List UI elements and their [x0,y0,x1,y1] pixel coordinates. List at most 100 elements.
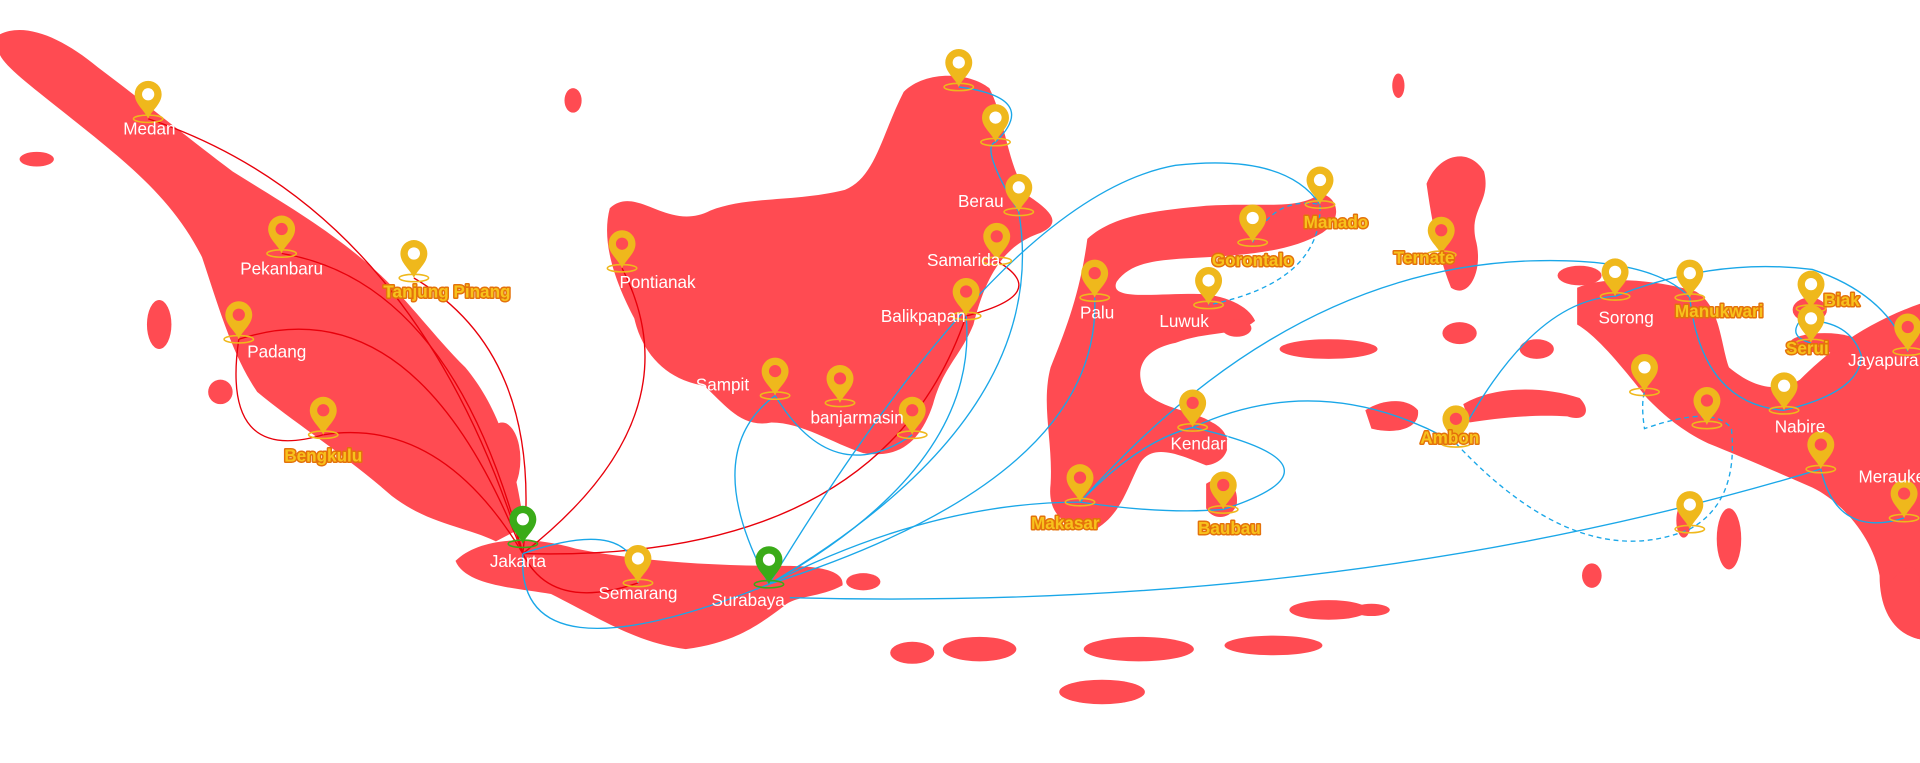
location-label-pekanbaru: Pekanbaru [240,258,323,278]
island-alor [1224,635,1323,656]
location-label-luwuk: Luwuk [1159,311,1209,331]
pin-manado-icon[interactable] [1304,166,1336,209]
pin-banjarmasin-icon[interactable] [824,364,856,408]
location-label-ternate: Ternate [1394,247,1455,267]
route-jakarta-balikpapan [522,315,967,555]
location-label-jayapura: Jayapura [1848,350,1919,370]
location-label-samarida: Samarida [927,250,1001,270]
pin-baubau-icon[interactable] [1207,471,1239,514]
pin-unlabeled-4-icon[interactable] [1629,353,1660,397]
pin-unlabeled-3-icon[interactable] [980,104,1011,147]
island-obi [1442,322,1477,345]
route-sorong-jayapura [1614,265,1909,352]
island-bangka [483,422,521,497]
route-manukwari-nabire [1689,297,1785,411]
location-label-gorontalo: Gorontalo [1212,250,1294,270]
location-label-semarang: Semarang [598,583,677,603]
route-ambon-sorong [1455,295,1616,444]
route-jakarta-padang [238,328,524,554]
pin-manukwari-icon[interactable] [1674,259,1706,303]
pin-luwuk-icon[interactable] [1193,266,1225,310]
location-label-jakarta: Jakarta [490,551,547,571]
route-jakarta-semarang [522,553,639,594]
pin-unlabeled-5-icon[interactable] [1691,387,1723,430]
route-surabaya-makasar [768,501,1081,585]
pin-nabire-icon[interactable] [1768,372,1800,415]
island-waigeo [1557,265,1602,286]
route-jakarta-pontianak [522,267,646,555]
island-halmahera [1426,156,1486,291]
pin-serui-icon[interactable] [1795,304,1827,348]
pin-unlabeled-6-icon[interactable] [1805,431,1837,474]
location-label-padang: Padang [247,342,306,362]
route-nabire-merauke [1820,468,1905,524]
island-sumatra [0,29,525,542]
island-misool [1519,339,1554,359]
pin-kendari-icon[interactable] [1177,389,1209,432]
pin-balikpapan-icon[interactable] [950,278,982,321]
pin-unlabeled-1-icon[interactable] [896,396,928,440]
pin-berau-icon[interactable] [1003,173,1035,217]
location-label-makasar: Makasar [1031,513,1100,533]
island-aru [1716,508,1742,570]
island-tanimbar [1582,563,1602,588]
location-pins [132,48,1920,589]
route-jakarta-pekanbaru [281,252,524,554]
pin-samarida-icon[interactable] [981,222,1013,266]
route-surabaya-berau [768,211,1024,585]
pin-sorong-icon[interactable] [1599,258,1631,301]
location-label-palu: Palu [1080,302,1114,322]
island-nias [146,300,172,350]
pin-ternate-icon[interactable] [1425,216,1457,260]
island-borneo [607,75,1053,455]
pin-unlabeled-2-icon[interactable] [943,48,975,92]
pin-palu-icon[interactable] [1079,259,1111,303]
pin-pekanbaru-icon[interactable] [266,215,298,258]
route-kendari-ambon [1192,400,1457,444]
pin-unlabeled-7-icon[interactable] [1888,480,1920,523]
pin-ambon-icon[interactable] [1440,405,1472,448]
location-label-manukwari: Manukwari [1675,301,1764,321]
location-label-surabaya: Surabaya [712,590,786,610]
pin-sampit-icon[interactable] [759,357,791,401]
island-papua-lower [1885,567,1920,640]
route-surabaya-palu [768,297,1096,585]
pin-biak-icon[interactable] [1795,270,1827,314]
routes-jakarta [147,118,1020,594]
location-label-baubau: Baubau [1198,518,1261,538]
island-simeulue [19,151,54,167]
island-sumba [1059,679,1145,705]
location-label-kendari: Kendari [1170,433,1229,453]
pin-tanjung-pinang-icon[interactable] [398,240,430,283]
pin-semarang-icon[interactable] [622,545,654,588]
pin-gorontalo-icon[interactable] [1237,204,1269,247]
location-label-ambon: Ambon [1420,427,1479,447]
pin-surabaya-icon[interactable] [753,546,785,589]
route-berau-north [958,86,1020,213]
route-nabire-serui-loop [1783,320,1862,411]
route-ambon-papua-dashed [1455,391,1733,542]
pin-pontianak-icon[interactable] [606,230,638,273]
pin-medan-icon[interactable] [132,80,164,124]
location-label-berau: Berau [958,191,1004,211]
location-label-balikpapan: Balikpapan [881,306,966,326]
pin-unlabeled-8-icon[interactable] [1674,491,1706,534]
island-siberut [208,379,233,405]
pin-padang-icon[interactable] [223,301,255,344]
location-label-tanjung-pinang: Tanjung Pinang [383,282,510,302]
island-talaud [1392,73,1405,98]
island-lombok [890,641,935,664]
pin-jayapura-icon[interactable] [1892,313,1920,356]
location-label-nabire: Nabire [1775,416,1825,436]
island-sulawesi [1046,193,1337,530]
location-label-serui: Serui [1786,338,1829,358]
route-gorontalo-manado-dashed [1208,202,1321,306]
landmass [0,29,1920,705]
route-makasar-kendari [1079,426,1193,503]
pin-jakarta-icon[interactable] [507,505,539,549]
pin-makasar-icon[interactable] [1064,464,1096,507]
pin-bengkulu-icon[interactable] [307,396,339,440]
